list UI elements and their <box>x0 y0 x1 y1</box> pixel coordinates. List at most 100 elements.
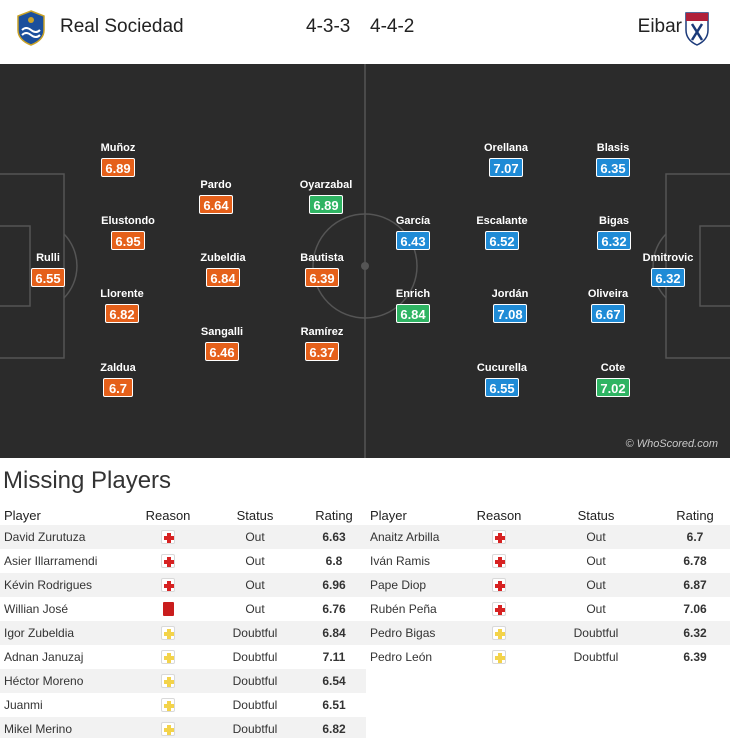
missing-player-name[interactable]: Willian José <box>4 602 69 616</box>
doubtful-icon[interactable] <box>492 650 506 665</box>
player-rating-badge: 6.52 <box>485 231 519 250</box>
home-formation: 4-3-3 <box>306 16 351 37</box>
red-card-icon[interactable] <box>162 602 174 617</box>
eibar-crest-icon <box>685 12 709 46</box>
column-reason[interactable]: Reason <box>145 507 191 523</box>
doubtful-icon[interactable] <box>161 698 175 713</box>
missing-player-name[interactable]: Pedro León <box>370 650 433 664</box>
missing-player-name[interactable]: Pape Diop <box>366 573 466 597</box>
doubtful-icon[interactable] <box>161 650 175 665</box>
doubtful-icon[interactable] <box>161 674 175 689</box>
missing-player-name[interactable]: Juanmi <box>4 698 43 712</box>
injury-icon[interactable] <box>161 578 175 593</box>
player-rating-badge: 6.89 <box>101 158 135 177</box>
injury-icon[interactable] <box>161 554 175 569</box>
reason-cell <box>128 621 208 645</box>
column-rating[interactable]: Rating <box>315 507 353 523</box>
missing-player-name[interactable]: Asier Illarramendi <box>4 554 98 568</box>
missing-player-name[interactable]: Mikel Merino <box>0 717 128 738</box>
rating-cell: 6.96 <box>302 573 366 597</box>
missing-player-name[interactable]: Igor Zubeldia <box>0 621 128 645</box>
doubtful-icon[interactable] <box>161 722 175 737</box>
player-rating-badge: 7.07 <box>489 158 523 177</box>
missing-player-name[interactable]: David Zurutuza <box>0 525 128 549</box>
column-reason[interactable]: Reason <box>476 507 522 523</box>
missing-player-name[interactable]: Pedro Bigas <box>366 621 466 645</box>
player-rating-badge: 6.89 <box>309 195 343 214</box>
missing-player-name[interactable]: Iván Ramis <box>370 554 431 568</box>
reason-cell <box>128 573 208 597</box>
missing-player-name[interactable]: Adnan Januzaj <box>4 650 84 664</box>
status-cell: Doubtful <box>208 621 302 645</box>
player-name: Bigas <box>599 215 629 227</box>
column-rating[interactable]: Rating <box>676 507 714 523</box>
missing-player-name[interactable]: Rubén Peña <box>370 602 437 616</box>
status-cell: Out <box>245 602 265 616</box>
column-status[interactable]: Status <box>236 507 274 523</box>
player-rating-badge: 7.02 <box>596 378 630 397</box>
table-header: Player Reason Status Rating <box>366 505 730 525</box>
injury-icon[interactable] <box>492 578 506 593</box>
injury-icon[interactable] <box>161 530 175 545</box>
missing-player-name[interactable]: Kévin Rodrigues <box>0 573 128 597</box>
rating-cell: 6.39 <box>683 650 707 664</box>
doubtful-icon[interactable] <box>161 626 175 641</box>
status-cell: Doubtful <box>208 717 302 738</box>
injury-icon[interactable] <box>492 602 506 617</box>
reason-cell <box>128 525 208 549</box>
missing-player-name[interactable]: Anaitz Arbilla <box>366 525 466 549</box>
reason-cell <box>466 621 532 645</box>
column-status[interactable]: Status <box>577 507 615 523</box>
home-team-name[interactable]: Real Sociedad <box>60 16 184 37</box>
column-player[interactable]: Player <box>370 507 407 523</box>
injury-icon[interactable] <box>492 554 506 569</box>
missing-player-name[interactable]: Héctor Moreno <box>0 669 128 693</box>
player-rating-badge: 6.39 <box>305 268 339 287</box>
column-player[interactable]: Player <box>4 507 41 523</box>
injury-icon[interactable] <box>492 530 506 545</box>
rating-cell: 6.54 <box>302 669 366 693</box>
reason-cell <box>128 717 208 738</box>
player-name: Enrich <box>395 288 431 300</box>
doubtful-icon[interactable] <box>492 626 506 641</box>
away-team-name[interactable]: Eibar <box>637 16 682 37</box>
table-header: Player Reason Status Rating <box>0 505 366 525</box>
